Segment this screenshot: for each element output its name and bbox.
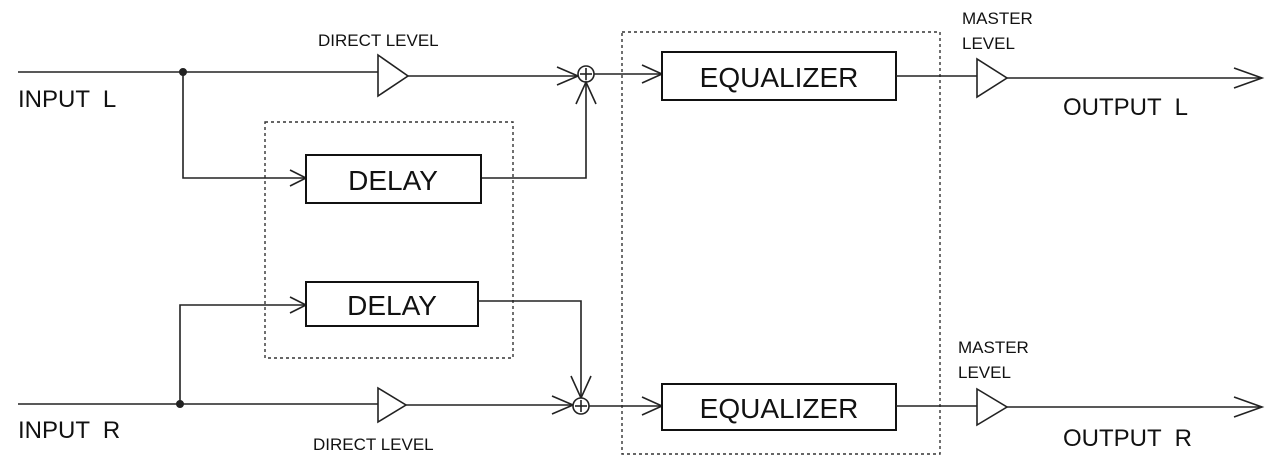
master-level-top-label-1: MASTER [962, 9, 1033, 28]
delay-top-label: DELAY [348, 165, 438, 196]
input-r-label: INPUT R [18, 417, 120, 444]
master-level-top-amp-icon [976, 57, 1009, 99]
equalizer-bottom-box [661, 383, 897, 431]
delay-group-frame [264, 121, 514, 359]
direct-level-bottom-label: DIRECT LEVEL [313, 435, 434, 454]
output-r-label: OUTPUT R [1063, 425, 1192, 452]
master-level-bottom-amp-icon [976, 387, 1009, 427]
input-l-branch-wire [182, 72, 306, 179]
direct-level-bottom-amp-icon [377, 386, 408, 424]
input-r-branch-wire [179, 304, 306, 404]
delay-bottom-box [305, 281, 479, 327]
equalizer-group-frame [621, 31, 941, 455]
direct-level-top-amp-icon [377, 53, 410, 98]
output-l-label: OUTPUT L [1063, 94, 1188, 121]
input-l-label: INPUT L [18, 86, 116, 113]
master-level-bottom-label-2: LEVEL [958, 363, 1011, 382]
delay-bottom-out-wire [478, 300, 582, 398]
master-level-top-label-2: LEVEL [962, 34, 1015, 53]
delay-bottom-label: DELAY [347, 290, 437, 321]
output-l-arrow [1233, 67, 1265, 89]
output-r-arrow [1233, 396, 1265, 418]
delay-top-box [305, 154, 482, 204]
equalizer-top-label: EQUALIZER [700, 62, 859, 93]
direct-level-top-label: DIRECT LEVEL [318, 31, 439, 50]
master-level-bottom-label-1: MASTER [958, 338, 1029, 357]
equalizer-bottom-label: EQUALIZER [700, 393, 859, 424]
delay-top-out-wire [481, 82, 587, 179]
sum-top-delay-arrow [575, 80, 597, 105]
